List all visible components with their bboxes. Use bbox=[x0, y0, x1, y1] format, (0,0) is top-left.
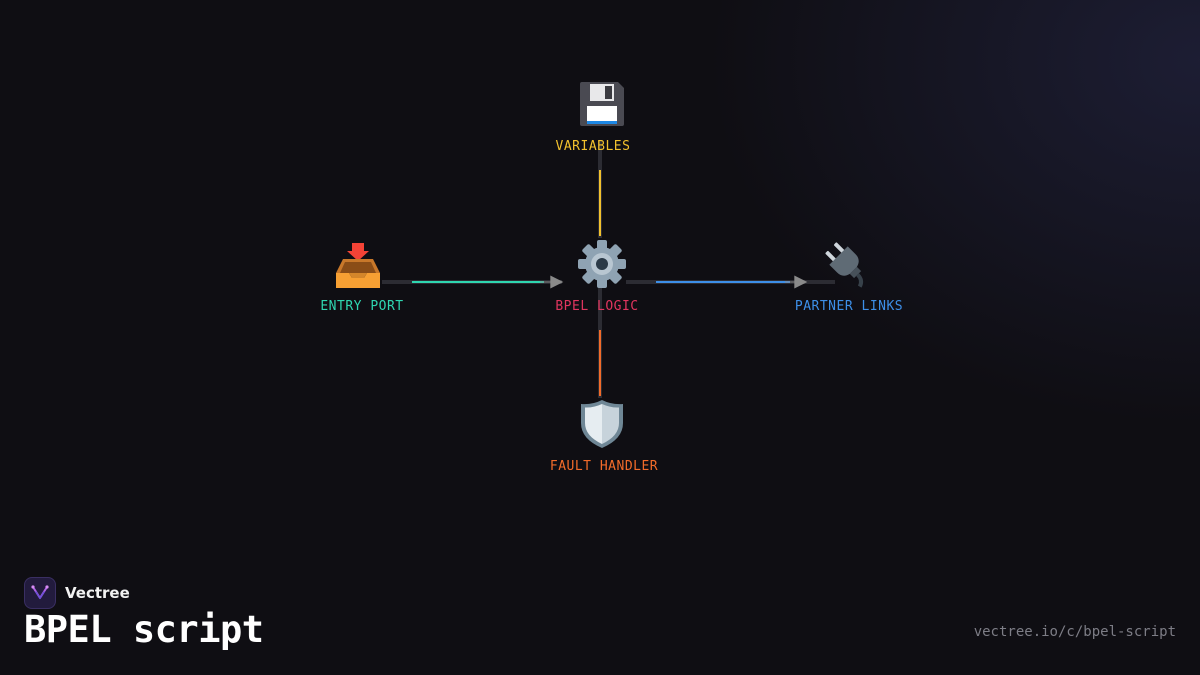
gear-icon[interactable] bbox=[572, 234, 632, 294]
vectree-logo-icon[interactable] bbox=[24, 577, 56, 609]
floppy-disk-icon[interactable] bbox=[572, 74, 632, 134]
node-label-variables: VARIABLES bbox=[555, 139, 631, 154]
brand-name: Vectree bbox=[65, 584, 130, 602]
inbox-tray-icon[interactable] bbox=[328, 234, 388, 294]
page-title: BPEL script bbox=[24, 608, 264, 651]
shield-icon[interactable] bbox=[572, 394, 632, 454]
node-label-partner-links: PARTNER LINKS bbox=[794, 299, 904, 314]
page-url[interactable]: vectree.io/c/bpel-script bbox=[973, 624, 1176, 640]
node-label-fault-handler: FAULT HANDLER bbox=[549, 459, 659, 474]
brand: Vectree bbox=[24, 577, 130, 609]
node-label-entry-port: ENTRY PORT bbox=[320, 299, 404, 314]
electric-plug-icon[interactable] bbox=[817, 234, 877, 294]
node-label-bpel-logic: BPEL LOGIC bbox=[555, 299, 639, 314]
